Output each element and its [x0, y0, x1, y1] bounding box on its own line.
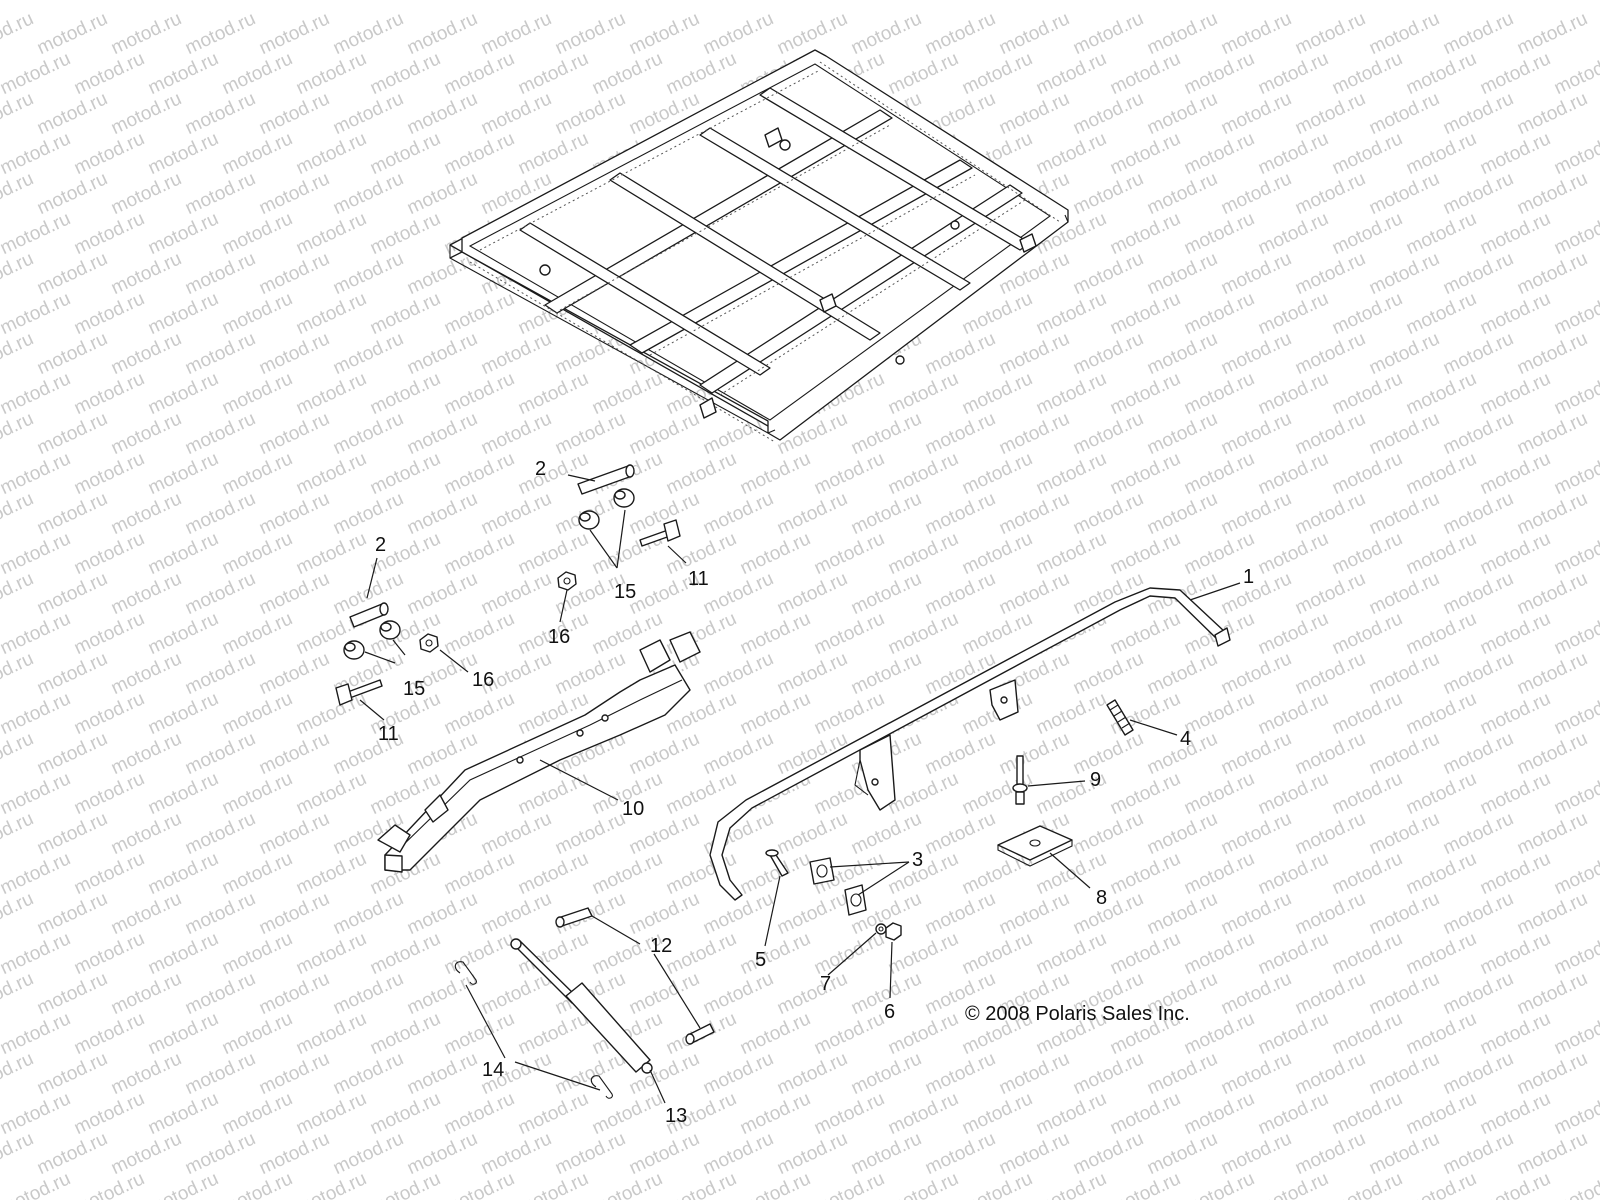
callout-2-upper: 2 [535, 458, 546, 480]
callout-4: 4 [1180, 728, 1191, 750]
callout-6: 6 [884, 1001, 895, 1023]
part-12-pin-upper [555, 907, 593, 928]
callout-11-left: 11 [378, 723, 399, 745]
part-6-nut [885, 922, 902, 941]
callout-9: 9 [1090, 769, 1101, 791]
part-16-nut-left [419, 633, 439, 653]
callout-10: 10 [622, 798, 644, 820]
callout-15-upper: 15 [614, 581, 636, 603]
callout-7: 7 [820, 973, 831, 995]
callout-5: 5 [755, 949, 766, 971]
part-7-washer [875, 923, 887, 935]
callout-1: 1 [1243, 566, 1254, 588]
part-2-pin-upper [577, 464, 635, 495]
part-4-spring [1106, 699, 1134, 736]
part-1-latch-rod [709, 587, 1231, 901]
callout-12: 12 [650, 935, 672, 957]
part-13-gas-strut [510, 938, 653, 1074]
callout-16-left: 16 [472, 669, 494, 691]
callout-labels: 1 2 2 3 4 5 6 7 8 9 10 11 11 12 13 14 15… [375, 458, 1254, 1127]
part-15-bushings-left [343, 620, 401, 660]
callout-13: 13 [665, 1105, 687, 1127]
part-16-nut-upper [557, 571, 577, 591]
leader-lines [359, 474, 1241, 1104]
callout-2-left: 2 [375, 534, 386, 556]
part-12-pin-lower [685, 1023, 715, 1045]
copyright-notice: © 2008 Polaris Sales Inc. [965, 1003, 1190, 1025]
callout-3: 3 [912, 849, 923, 871]
part-3-clamps [809, 857, 867, 916]
part-9-rivet [1012, 755, 1028, 805]
part-11-bolt-upper [639, 519, 681, 547]
part-2-pin-left [349, 602, 389, 628]
callout-8: 8 [1096, 887, 1107, 909]
part-11-bolt-left [335, 679, 383, 706]
callout-11-upper: 11 [688, 568, 709, 590]
part-10-support-bracket [377, 631, 701, 873]
cargo-box-frame [449, 49, 1069, 443]
part-15-bushings-upper [578, 488, 635, 530]
part-5-bolt [765, 849, 789, 877]
part-14-clips [454, 961, 613, 1099]
part-8-plate [997, 825, 1073, 867]
callout-16-upper: 16 [548, 626, 570, 648]
callout-15-left: 15 [403, 678, 425, 700]
callout-14: 14 [482, 1059, 504, 1081]
